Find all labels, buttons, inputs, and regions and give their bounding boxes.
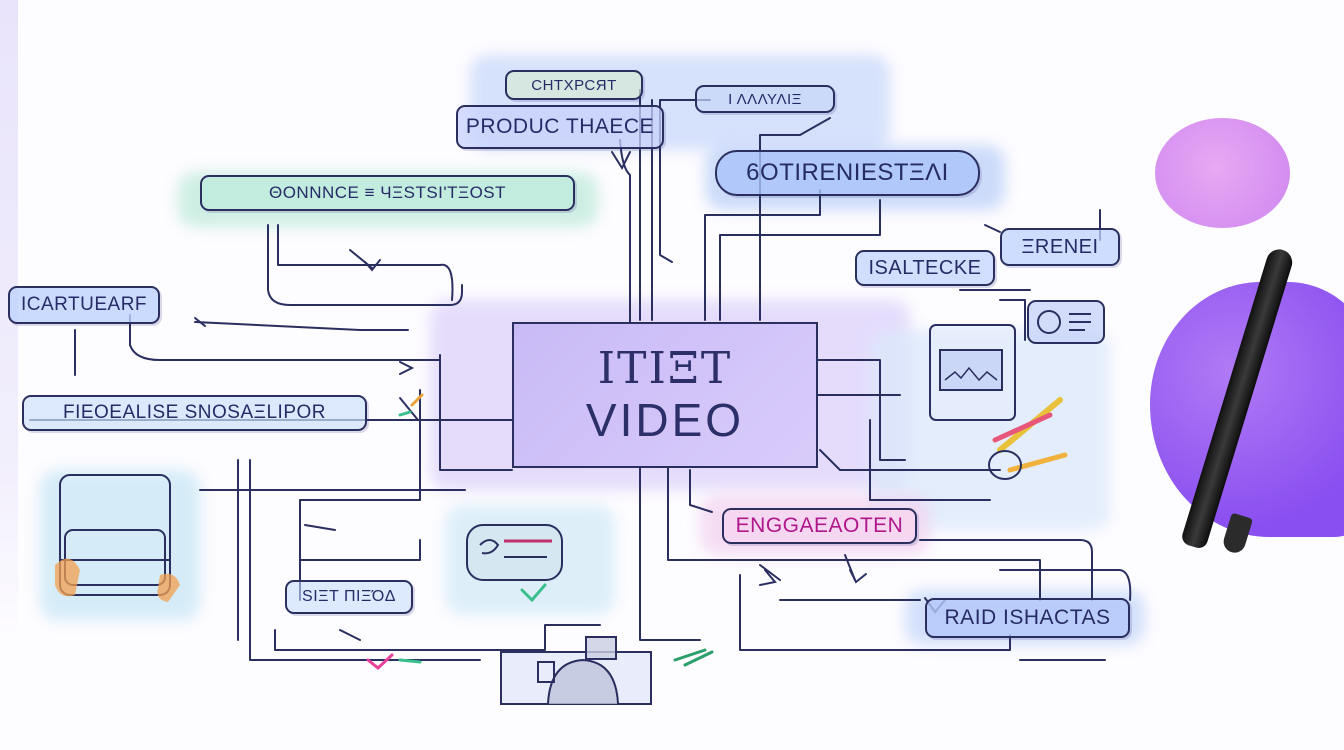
node-top-small: СНТХРСЯТ	[505, 70, 643, 100]
center-node-video: ΙΤΙΞΤ VIDEO	[512, 322, 818, 468]
node-select: ISALTECKE	[855, 250, 995, 286]
monitor-icon	[929, 324, 1016, 421]
box-stack-icon	[55, 474, 180, 602]
node-product: PRODUC THAECE	[456, 105, 664, 149]
node-cartuear: ICARTUEARF	[8, 286, 160, 324]
center-node-title: VIDEO	[585, 394, 745, 446]
center-node-glyphs: ΙΤΙΞΤ	[597, 343, 733, 394]
node-small-bottom: SIΞΤ ΠΙΞΌΔ	[285, 580, 413, 614]
node-settings: 6OTIRENIESTΞΛΙ	[715, 150, 980, 196]
pink-blob	[1155, 118, 1290, 228]
node-connect: ΘΟΝΝΝCE ≡ ЧΞSTSΙ'ΤΞOST	[200, 175, 575, 211]
node-top-right-small: Ι ΛΛΛΥΛΙΞ	[695, 85, 835, 113]
camera-device-icon	[500, 636, 652, 705]
node-renei: ΞRENEI	[1000, 228, 1120, 266]
arrow-icon	[988, 450, 1022, 480]
chat-bubble-icon	[466, 524, 563, 581]
node-feature-support: FIEOEALISE SNOSAΞLIPOR	[22, 395, 367, 431]
node-engagement: ENGGAEAOTEN	[722, 508, 917, 544]
camera-icon	[1027, 300, 1105, 344]
node-raid: RAID ISHACTAS	[925, 598, 1130, 638]
